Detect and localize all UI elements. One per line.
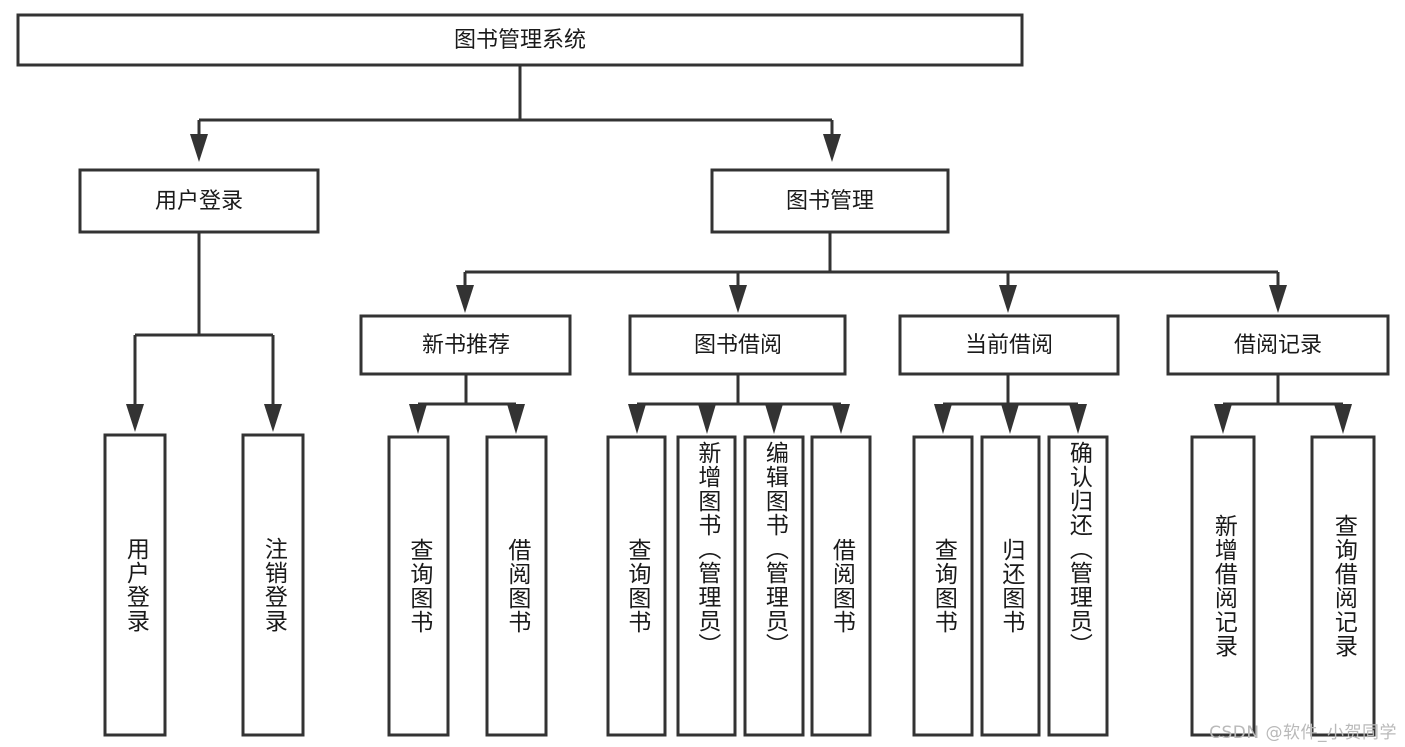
arrow-head-cb-confirm-return <box>1069 404 1087 434</box>
node-new-book-recommend[interactable]: 新书推荐 <box>359 314 572 376</box>
node-user-login[interactable]: 用户登录 <box>78 168 320 234</box>
arrow-head-bb-add-book <box>698 404 716 434</box>
leaf-box-bb-borrow-book[interactable] <box>810 435 872 737</box>
node-book-management-box[interactable] <box>710 168 950 234</box>
arrow-head-br-query-record <box>1334 404 1352 434</box>
leaf-box-bb-add-book[interactable] <box>676 435 737 737</box>
connector-group-new-book-rec <box>409 374 525 434</box>
leaf-box-bb-edit-book[interactable] <box>743 435 805 737</box>
arrow-head-book-mgmt <box>823 134 841 162</box>
arrow-head-new-book-rec <box>456 285 474 313</box>
node-new-book-recommend-label: 新书推荐 <box>422 333 510 358</box>
connector-group-borrow-record <box>1214 374 1352 434</box>
node-current-borrow-box[interactable] <box>898 314 1120 376</box>
node-new-book-recommend-box[interactable] <box>359 314 572 376</box>
node-borrow-record-label: 借阅记录 <box>1234 333 1322 358</box>
node-book-borrow[interactable]: 图书借阅 <box>628 314 847 376</box>
leaf-box-cb-query-book[interactable] <box>912 435 974 737</box>
arrow-head-br-add-record <box>1214 404 1232 434</box>
arrow-head-bb-borrow-book <box>832 404 850 434</box>
leaf-box-cb-return-book[interactable] <box>980 435 1041 737</box>
connector-group-current-borrow <box>934 374 1087 434</box>
csdn-watermark: CSDN @软件_小贺同学 <box>1209 723 1397 743</box>
node-current-borrow-label: 当前借阅 <box>965 333 1053 358</box>
node-current-borrow[interactable]: 当前借阅 <box>898 314 1120 376</box>
arrow-head-bb-query-book <box>628 404 646 434</box>
node-user-login-label: 用户登录 <box>155 189 243 214</box>
connector-group-book-borrow <box>628 374 850 434</box>
node-user-login-box[interactable] <box>78 168 320 234</box>
connector-group-root <box>190 65 841 162</box>
leaf-box-nbr-query-book[interactable] <box>387 435 450 737</box>
arrow-head-borrow-record <box>1269 285 1287 313</box>
leaf-box-bb-query-book[interactable] <box>606 435 667 737</box>
connector-group-user-login <box>126 232 282 432</box>
leaf-box-br-query-record[interactable] <box>1310 435 1376 737</box>
connector-group-book-mgmt <box>456 232 1287 313</box>
arrow-head-cb-return-book <box>1001 404 1019 434</box>
node-book-borrow-label: 图书借阅 <box>694 333 782 358</box>
node-root-system-box[interactable] <box>16 13 1024 67</box>
arrow-head-nbr-borrow-book <box>507 404 525 434</box>
leaf-box-nbr-borrow-book[interactable] <box>485 435 548 737</box>
node-root-system[interactable]: 图书管理系统 <box>16 13 1024 67</box>
leaf-box-user-login[interactable] <box>103 433 167 737</box>
node-book-management-label: 图书管理 <box>786 189 874 214</box>
arrow-head-book-borrow <box>729 285 747 313</box>
arrow-head-cb-query-book <box>934 404 952 434</box>
node-root-system-label: 图书管理系统 <box>454 28 586 53</box>
arrow-head-leaf-logout <box>264 404 282 432</box>
arrow-head-leaf-user-login <box>126 404 144 432</box>
node-book-management[interactable]: 图书管理 <box>710 168 950 234</box>
arrow-head-user-login <box>190 134 208 162</box>
arrow-head-current-borrow <box>999 285 1017 313</box>
leaf-box-br-add-record[interactable] <box>1190 435 1256 737</box>
leaf-box-logout[interactable] <box>241 433 305 737</box>
node-book-borrow-box[interactable] <box>628 314 847 376</box>
node-borrow-record-box[interactable] <box>1166 314 1390 376</box>
node-borrow-record[interactable]: 借阅记录 <box>1166 314 1390 376</box>
arrow-head-nbr-query-book <box>409 404 427 434</box>
leaf-box-cb-confirm-return[interactable] <box>1047 435 1109 737</box>
arrow-head-bb-edit-book <box>765 404 783 434</box>
